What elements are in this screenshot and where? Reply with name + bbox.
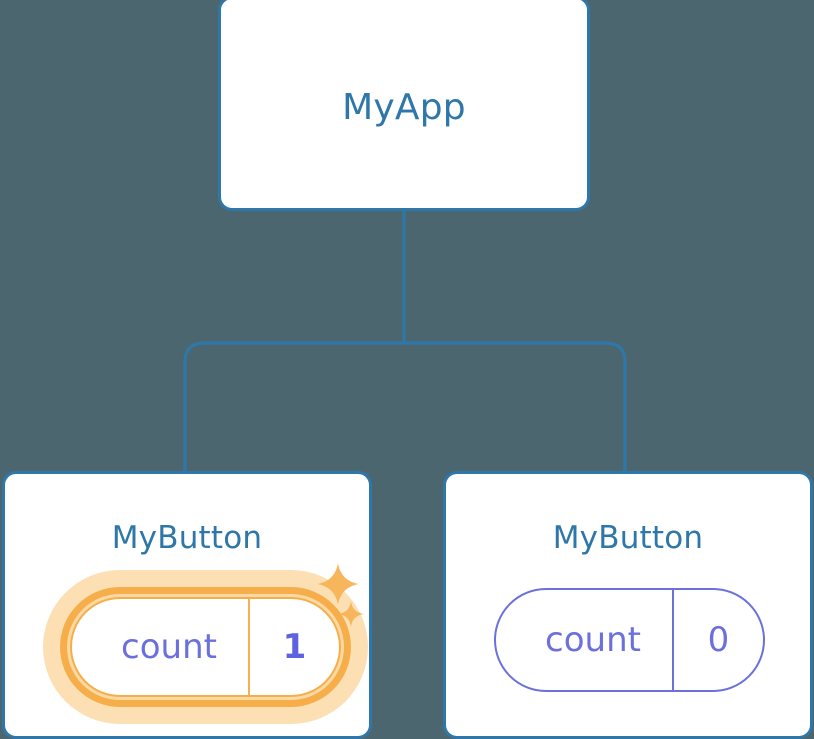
connector-left-leg <box>183 341 404 474</box>
connector-right-leg <box>404 341 627 474</box>
state-pill-highlight-inner-ring: count 1 <box>67 594 344 700</box>
state-pill-highlight-glow: count 1 <box>43 570 368 724</box>
state-pill-right[interactable]: count 0 <box>494 588 765 692</box>
state-pill-left[interactable]: count 1 <box>70 597 341 697</box>
state-pill-left-value: 1 <box>248 599 339 695</box>
node-mybutton-left[interactable]: MyButton count 1 <box>2 471 372 739</box>
node-myapp-title: MyApp <box>342 87 466 128</box>
state-pill-right-key: count <box>545 620 641 660</box>
state-pill-highlight-ring: count 1 <box>60 587 351 707</box>
state-pill-right-value: 0 <box>672 590 763 690</box>
node-myapp[interactable]: MyApp <box>218 0 590 211</box>
node-mybutton-left-title: MyButton <box>111 520 263 556</box>
node-mybutton-right[interactable]: MyButton count 0 <box>443 471 813 739</box>
state-pill-left-key: count <box>121 627 217 667</box>
state-pill-left-wrap: count 1 <box>43 570 368 724</box>
node-mybutton-right-title: MyButton <box>552 520 704 556</box>
state-pill-right-wrap: count 0 <box>494 588 765 692</box>
